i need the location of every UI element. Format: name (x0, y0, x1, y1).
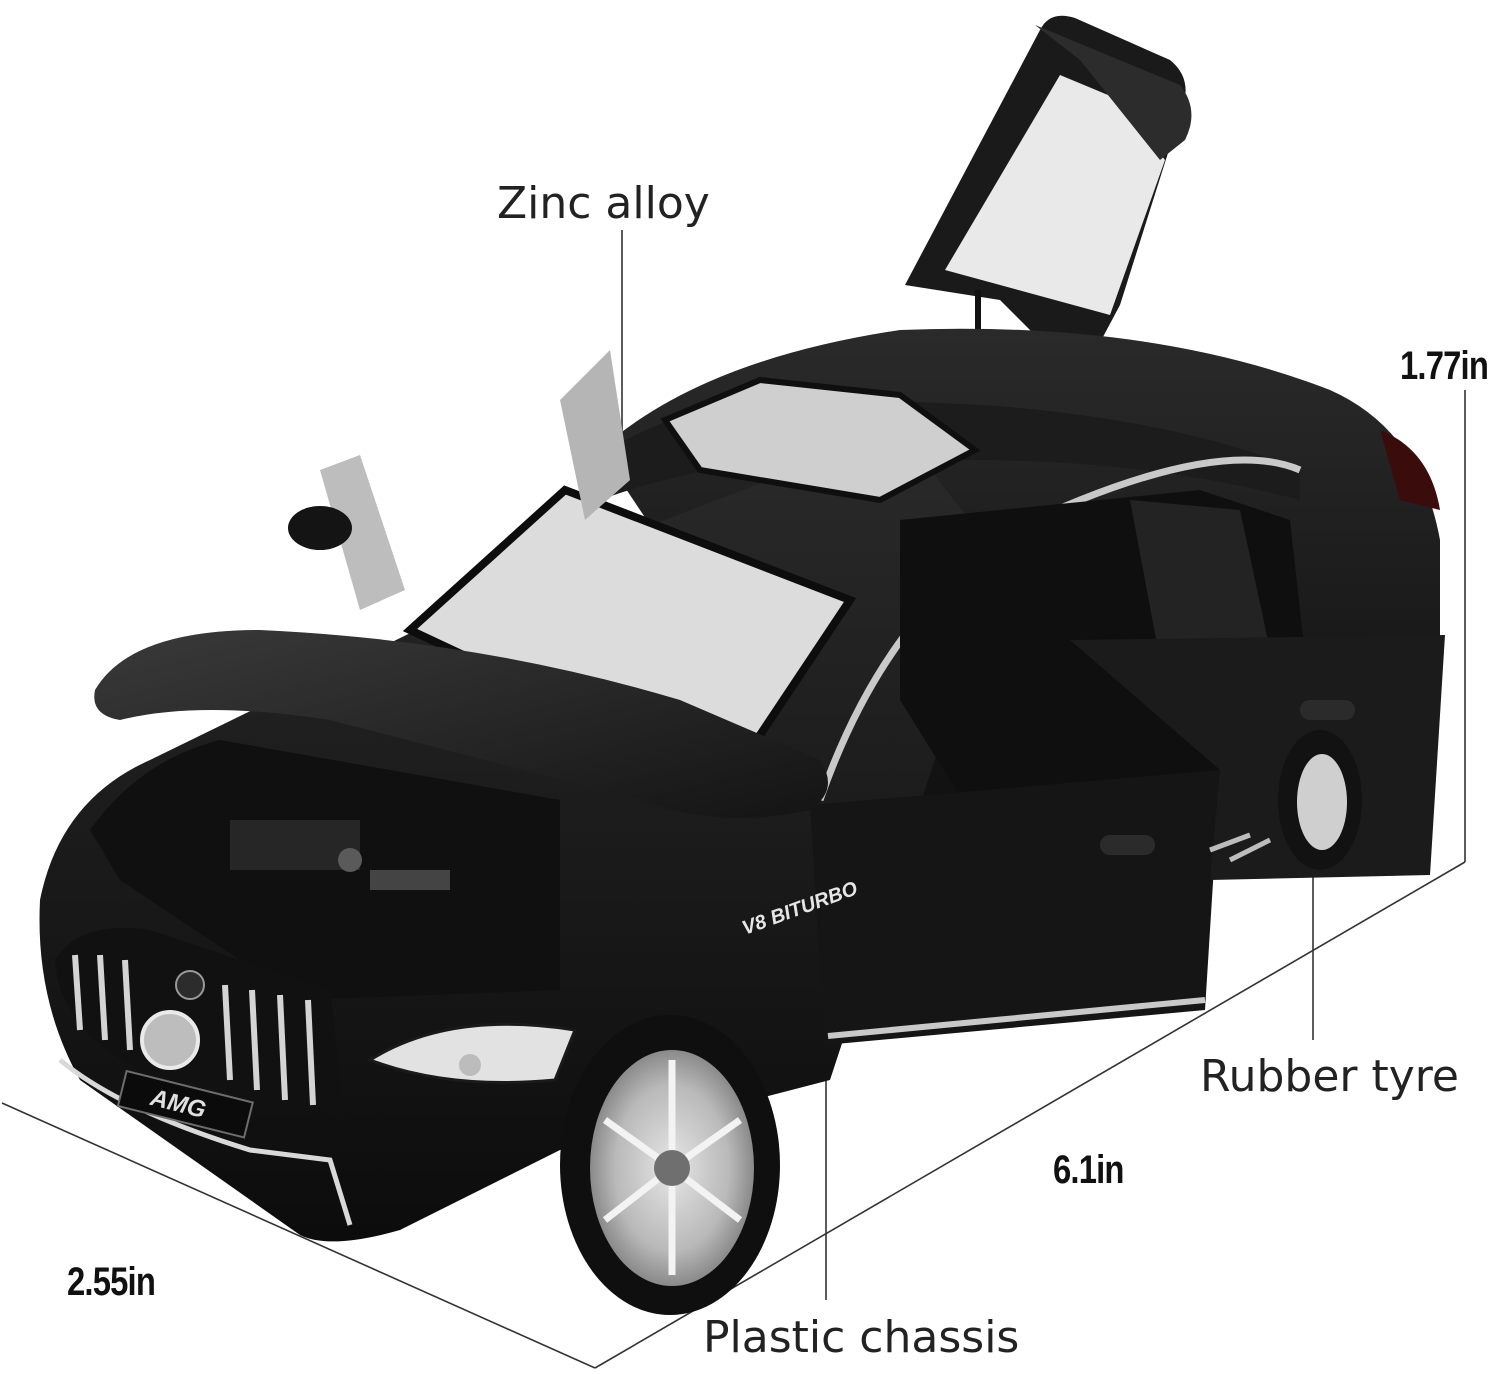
plastic-chassis-label: Plastic chassis (703, 1312, 1020, 1363)
length-line (594, 861, 1466, 1369)
open-front-door (810, 770, 1220, 1045)
front-grille: AMG (55, 928, 353, 1226)
rear-wheel (1278, 730, 1362, 870)
open-hood (94, 630, 829, 818)
open-left-doors (288, 350, 630, 610)
open-trunk-lid (905, 15, 1192, 380)
taillight (1380, 430, 1440, 510)
hood-emblem (175, 970, 205, 1000)
rubber-tyre-label: Rubber tyre (1200, 1051, 1459, 1102)
engine-bay (90, 740, 560, 1000)
star-emblem (140, 1010, 200, 1070)
headlight (366, 1022, 578, 1084)
front-wheel (560, 1015, 780, 1315)
length-dimension: 6.1in (1053, 1148, 1124, 1192)
zinc-alloy-label: Zinc alloy (497, 178, 710, 229)
width-line (1, 1102, 596, 1369)
badge-plate: AMG (116, 1069, 254, 1139)
height-dimension: 1.77in (1400, 344, 1489, 388)
width-dimension: 2.55in (67, 1260, 156, 1304)
dimension-lines (1, 390, 1466, 1369)
